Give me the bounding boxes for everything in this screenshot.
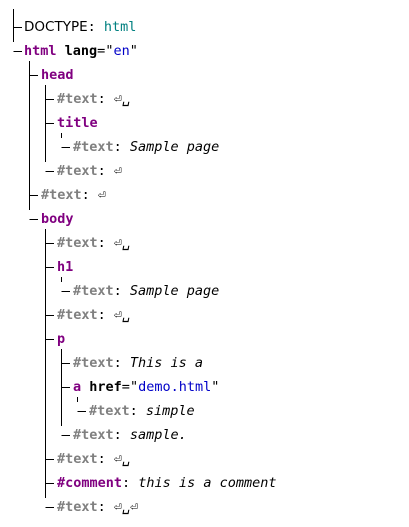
attr-quote-open: "	[129, 379, 139, 395]
attr-quote-open: "	[105, 43, 114, 59]
node-text[interactable]: #text: ⏎	[41, 185, 106, 205]
node-text[interactable]: #text: sample.	[73, 425, 187, 445]
element-name: html	[24, 43, 57, 59]
node-text[interactable]: #text: ⏎␣	[57, 89, 130, 109]
text-key: #text	[73, 283, 114, 299]
text-colon: :	[81, 187, 98, 203]
text-value: sample.	[129, 427, 187, 443]
node-comment[interactable]: #comment: this is a comment	[57, 473, 276, 493]
text-key: #text	[57, 91, 98, 107]
node-text[interactable]: #text: ⏎␣	[57, 449, 130, 469]
attr-value: en	[113, 43, 130, 59]
attr-name: href	[89, 379, 122, 395]
attr-equals: =	[97, 43, 106, 59]
text-value: This is a	[129, 355, 204, 371]
doctype-value: html	[103, 19, 137, 35]
text-value: ⏎␣	[113, 235, 131, 251]
element-name: head	[41, 67, 74, 83]
node-text[interactable]: #text: ⏎	[57, 161, 122, 181]
comment-colon: :	[122, 475, 139, 491]
text-value: Sample page	[129, 139, 220, 155]
text-key: #text	[73, 427, 114, 443]
text-value: simple	[145, 403, 195, 419]
text-value: ⏎	[113, 163, 123, 179]
text-key: #text	[57, 499, 98, 515]
node-p[interactable]: p	[57, 329, 65, 349]
text-key: #text	[57, 307, 98, 323]
text-value: Sample page	[129, 283, 220, 299]
node-text[interactable]: #text: ⏎␣⏎	[57, 497, 138, 517]
element-name: a	[73, 379, 82, 395]
text-key: #text	[73, 139, 114, 155]
doctype-node[interactable]: DOCTYPE: html	[24, 17, 136, 37]
comment-value: this is a comment	[138, 475, 277, 491]
node-html[interactable]: html lang="en"	[24, 41, 138, 61]
node-text[interactable]: #text: Sample page	[73, 281, 219, 301]
text-colon: :	[97, 163, 114, 179]
node-text[interactable]: #text: Sample page	[73, 137, 219, 157]
element-name: body	[41, 211, 74, 227]
text-colon: :	[113, 355, 130, 371]
text-colon: :	[129, 403, 146, 419]
node-text[interactable]: #text: ⏎␣	[57, 305, 130, 325]
text-value: ⏎␣	[113, 91, 131, 107]
text-value: ⏎␣	[113, 307, 131, 323]
text-colon: :	[97, 91, 114, 107]
element-name: h1	[57, 259, 74, 275]
text-key: #text	[57, 235, 98, 251]
attr-value: demo.html	[138, 379, 212, 395]
text-value: ⏎	[97, 187, 107, 203]
node-title[interactable]: title	[57, 113, 98, 133]
node-text[interactable]: #text: This is a	[73, 353, 203, 373]
text-colon: :	[97, 451, 114, 467]
text-colon: :	[113, 283, 130, 299]
node-text[interactable]: #text: ⏎␣	[57, 233, 130, 253]
text-key: #text	[57, 451, 98, 467]
attr-quote-close: "	[211, 379, 220, 395]
text-key: #text	[73, 355, 114, 371]
attr-equals: =	[121, 379, 130, 395]
comment-key: #comment	[57, 475, 123, 491]
node-a[interactable]: a href="demo.html"	[73, 377, 219, 397]
text-colon: :	[113, 139, 130, 155]
text-colon: :	[113, 427, 130, 443]
attr-name: lang	[64, 43, 98, 59]
text-key: #text	[89, 403, 130, 419]
attr-quote-close: "	[129, 43, 138, 59]
doctype-colon: :	[87, 19, 104, 35]
node-h1[interactable]: h1	[57, 257, 73, 277]
text-value: ⏎␣⏎	[113, 499, 139, 515]
element-name: title	[57, 115, 98, 131]
text-key: #text	[57, 163, 98, 179]
doctype-label: DOCTYPE	[24, 19, 88, 35]
node-text[interactable]: #text: simple	[89, 401, 195, 421]
text-value: ⏎␣	[113, 451, 131, 467]
text-colon: :	[97, 499, 114, 515]
node-head[interactable]: head	[41, 65, 74, 85]
text-key: #text	[41, 187, 82, 203]
text-colon: :	[97, 235, 114, 251]
element-name: p	[57, 331, 66, 347]
text-colon: :	[97, 307, 114, 323]
node-body[interactable]: body	[41, 209, 74, 229]
